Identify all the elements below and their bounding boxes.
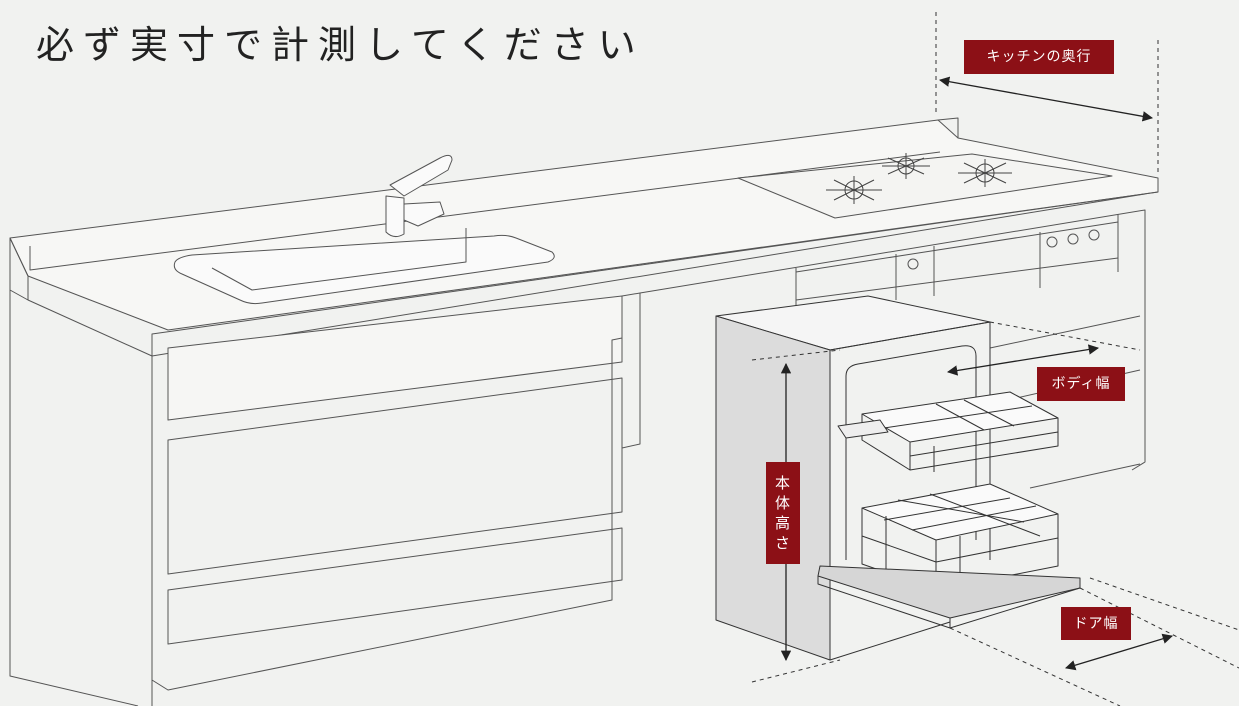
burner-icon <box>882 153 930 179</box>
kitchen-depth-label: キッチンの奥行 <box>964 40 1114 74</box>
body-width-arrow <box>946 344 1100 376</box>
page-title: 必ず実寸で計測してください <box>36 23 645 67</box>
right-cabinet <box>639 209 1146 489</box>
extension-lines <box>751 12 1239 706</box>
body-height-label: 本 体 高 さ <box>766 462 800 564</box>
body-height-char: 本 <box>774 473 791 492</box>
dishwasher-door <box>817 565 1081 629</box>
body-height-char: 体 <box>774 493 791 512</box>
sink <box>173 228 555 305</box>
door-width-arrow <box>1065 633 1173 671</box>
control-knob-icon <box>1067 233 1079 245</box>
faucet-icon <box>385 154 453 238</box>
control-knob-icon <box>1046 236 1058 248</box>
upper-basket <box>837 391 1059 472</box>
burner-icon <box>826 176 882 204</box>
sink-cabinet <box>9 290 641 706</box>
body-height-char: さ <box>774 534 791 553</box>
control-knob-icon <box>1088 229 1100 241</box>
body-height-char: 高 <box>774 514 791 532</box>
kitchen-depth-arrow <box>938 76 1154 122</box>
cooktop <box>737 153 1113 219</box>
control-knob-icon <box>907 258 919 270</box>
burner-icon <box>958 159 1012 187</box>
body-width-label: ボディ幅 <box>1037 367 1125 401</box>
door-width-label: ドア幅 <box>1061 607 1131 640</box>
